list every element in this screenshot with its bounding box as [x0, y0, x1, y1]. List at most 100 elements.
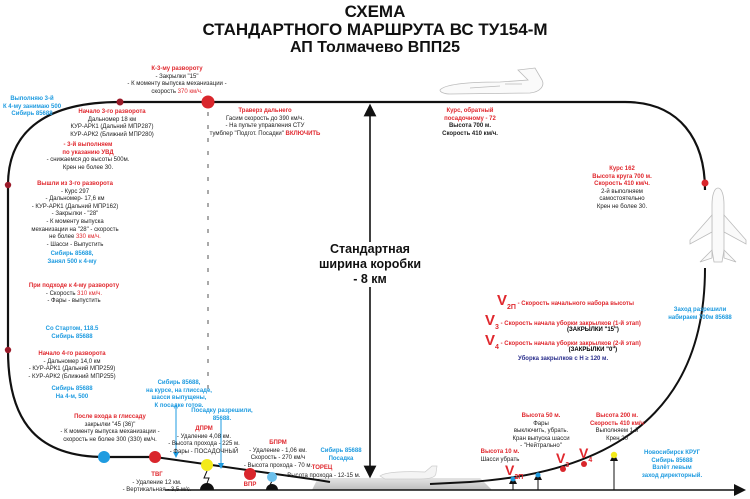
note-line: Занял 500 к 4-му	[47, 259, 96, 267]
note-text: - Высота прохода - 225 м.	[168, 441, 240, 448]
bprm-beacon-icon	[266, 480, 278, 490]
note-text: Кран выпуска шасси	[512, 435, 570, 442]
note-line: Сибирь 85688,	[47, 251, 96, 259]
v2p-point	[510, 476, 516, 482]
note-line: на курсе, на глиссаде,	[146, 388, 212, 396]
note-line: - КУР-АРК1 (Дальний МПР259)	[28, 366, 116, 374]
note-text: - "Нейтрально"	[520, 443, 562, 450]
dprm-beacon-icon	[200, 470, 214, 490]
note-text: - Шасси - Выпустить	[46, 241, 104, 248]
note-line: К посадке готов.	[146, 403, 212, 411]
note-line: ВПР	[244, 482, 257, 490]
note-line: Крен не более 30.	[47, 165, 130, 173]
note-line: - Закрылки - "28"	[31, 211, 118, 219]
note-text: Скорость - 270 км/ч	[250, 455, 306, 462]
note-text: шасси выпущены,	[151, 395, 207, 402]
note-text: самостоятельно	[599, 196, 645, 203]
note-text: Дальномер 18 км	[87, 116, 137, 123]
note-line: К 4-му занимаю 500	[3, 104, 61, 112]
note-text: Занял 500 к 4-му	[47, 258, 97, 265]
note-line: скорость 370 км/ч.	[127, 89, 226, 97]
note-text: Сибирь 85688	[51, 333, 93, 340]
note-text: Сибирь 85688	[11, 111, 53, 118]
legend-v4-symbol: V4	[485, 332, 499, 351]
legend-flaps: Уборка закрылков с H ≥ 120 м.	[518, 356, 609, 362]
note-line: Сибирь 85688	[320, 448, 361, 456]
note-line: шасси выпущены,	[146, 395, 212, 403]
v3-label: V3	[556, 450, 569, 469]
note-line: КУР-АРК2 (Ближний МПР280)	[70, 132, 154, 140]
note-line: самостоятельно	[592, 196, 651, 204]
note-line: - снижаемся до высоты 500м.	[47, 157, 130, 165]
note-line: - Дальномер 14,0 км	[28, 359, 115, 367]
note-text: 2-й выполняем	[601, 188, 643, 195]
box-width-line: Стандартная	[330, 242, 410, 256]
note-line: - Удаление 4,08 км.	[168, 434, 240, 442]
note-text: - Высота прохода - 12-15 м.	[283, 472, 361, 479]
note-text: Посадку разрешили,	[191, 408, 253, 414]
v3-letter: V	[556, 450, 566, 466]
note-highlight: ВКЛЮЧИТЬ	[285, 130, 321, 137]
note-text: Заход разрешили	[673, 307, 727, 313]
note-text: - Удаление 4,08 км.	[176, 433, 232, 440]
note-line: Вышли из 3-го разворота	[31, 181, 118, 189]
third-turn-start-point	[116, 98, 124, 106]
v2p-letter: V	[505, 462, 515, 478]
note-line: Скорость 410 км/ч.	[592, 181, 651, 189]
note-highlight: 330 км/ч.	[75, 234, 101, 241]
runway	[312, 478, 492, 490]
note-text: Сибирь 85688	[651, 457, 693, 464]
v2p-label: V2П	[505, 462, 523, 481]
note-text: Новосибирск КРУГ	[643, 450, 701, 456]
note-zanyal500: Сибирь 85688,Занял 500 к 4-му	[47, 251, 96, 266]
note-text: К 4-му занимаю 500	[2, 103, 62, 110]
note-line: - Высота прохода - 225 м.	[168, 441, 240, 449]
note-text: К посадке готов.	[154, 402, 204, 409]
note-text: - К моменту выпуска	[46, 218, 104, 225]
note-text: ТОРЕЦ	[311, 465, 333, 471]
note-text: Крен 20	[606, 435, 628, 442]
fourth-turn-exit-point	[98, 451, 110, 463]
note-line: - КУР-АРК1 (Дальний МПР162)	[31, 204, 119, 212]
note-line: - Вертикальная - 3,5 м/с.	[123, 487, 192, 495]
note-tvg: ТВГ- Удаление 12 км.- Вертикальная - 3,5…	[123, 472, 192, 495]
note-text: - Дальномер- 17,6 км	[45, 196, 105, 203]
note-text: - К моменту выпуска механизации -	[127, 81, 227, 88]
note-text: ВПР	[243, 482, 257, 488]
circuit-route	[6, 100, 707, 459]
note-text: Скорость 410 км/ч.	[594, 181, 650, 188]
note-line: Сибирь 85688,	[146, 380, 212, 388]
legend-v: V	[485, 332, 496, 349]
v3-point	[560, 466, 566, 472]
note-line: - Закрылки "15"	[127, 74, 226, 82]
note-text: тумблер "Подгот. Посадки"	[209, 130, 286, 137]
note-line: Сибирь 85688	[51, 386, 92, 394]
legend-sub: 2П	[507, 304, 516, 311]
legend-v3-text: - Скорость начала уборки закрылков (1-й …	[498, 321, 641, 327]
aircraft-top-view-icon	[689, 187, 747, 263]
second-turn-point	[701, 179, 709, 187]
note-line: - Дальномер- 17,6 км	[31, 196, 118, 204]
note-text: - Фары - выпустить	[47, 298, 101, 305]
note-text: К-3-му развороту	[151, 66, 203, 72]
legend-v2p-symbol: V2П	[497, 292, 516, 311]
note-text: ДПРМ	[195, 426, 213, 432]
note-line: Взлёт левым	[642, 465, 702, 473]
note-line: - Высота прохода - 70 м.	[244, 463, 312, 471]
note-text: Выполняю 3-й	[10, 96, 54, 102]
note-text: Сибирь 85688,	[157, 380, 201, 386]
legend-sub: 4	[495, 344, 499, 351]
note-line: закрылки "45 (36)"	[60, 422, 159, 430]
note-text: скорость	[151, 88, 178, 95]
note-line: не более 330 км/ч.	[31, 234, 118, 242]
note-text: - Удаление - 1,06 км.	[249, 447, 307, 454]
note-text: выключить, убрать.	[513, 428, 569, 435]
note-line: ТВГ	[123, 472, 192, 480]
note-text: Крен не более 30.	[596, 203, 648, 210]
vpr-point	[244, 468, 256, 480]
v3-sub: 3	[565, 461, 570, 469]
note-text: не более	[49, 234, 76, 241]
note-line: по указанию УВД	[47, 150, 130, 158]
